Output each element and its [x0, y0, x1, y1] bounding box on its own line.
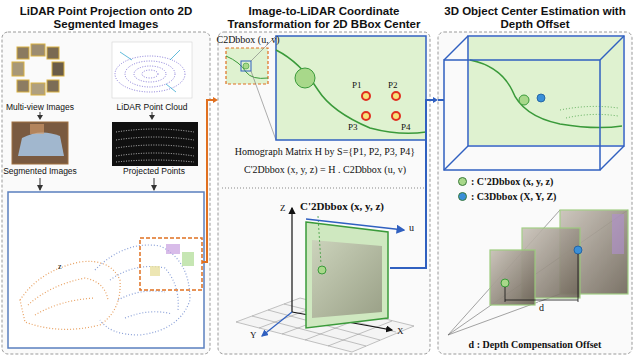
annotation-label: C2Dbbox (u, v): [216, 34, 279, 46]
flow-arrow: [430, 97, 438, 103]
annotation-label: X: [397, 326, 404, 336]
image-tile: Projected Points: [108, 120, 200, 176]
legend-text: : C'2Dbbox (x, y, z): [471, 176, 553, 187]
panel-title: LiDAR Point Projection onto 2D Segmented…: [2, 2, 210, 31]
legend-swatch: [458, 192, 467, 201]
arrow-head: [433, 97, 438, 103]
annotation-label: d: [538, 302, 545, 314]
legend-row: : C'2Dbbox (x, y, z): [458, 176, 553, 187]
image-caption: Multi-view Images: [6, 102, 74, 112]
annotation-label: Z: [280, 203, 286, 213]
flow-arrow: [149, 112, 155, 120]
annotation-label: C'2Dbbox (x, y, z): [300, 200, 384, 213]
arrow-head: [37, 115, 43, 120]
image-caption: Segmented Images: [3, 166, 77, 176]
arrow-head: [149, 115, 155, 120]
image-tile: LiDAR Point Cloud: [108, 40, 196, 112]
annotation-label: Homograph Matrix H by S={P1, P2, P3, P4}: [235, 146, 415, 158]
flow-arrow: [37, 112, 43, 120]
annotation-label: d : Depth Compensation Offset: [469, 339, 602, 351]
image-caption: Projected Points: [123, 166, 185, 176]
legend-row: : C3Dbbox (X, Y, Z): [458, 191, 556, 202]
panel-title: 3D Object Center Estimation with Depth O…: [438, 2, 632, 31]
annotation-label: Y: [250, 330, 257, 340]
legend-text: : C3Dbbox (X, Y, Z): [471, 191, 556, 202]
annotation-label: P4: [401, 122, 411, 132]
annotation-label: P2: [388, 80, 398, 90]
image-tile: Multi-view Images: [3, 42, 78, 112]
annotation-label: z: [58, 262, 62, 271]
annotation-label: C'2Dbbox (x, y, z) = H . C2Dbbox (u, v): [244, 164, 406, 176]
annotation-label: P3: [348, 122, 358, 132]
arrow-head: [213, 97, 218, 103]
stage-panel: LiDAR Point Projection onto 2D Segmented…: [2, 2, 210, 355]
annotation-label: u: [409, 222, 414, 234]
legend-swatch: [458, 177, 467, 186]
image-caption: LiDAR Point Cloud: [117, 102, 188, 112]
annotation-label: P1: [352, 80, 362, 90]
panel-title: Image-to-LiDAR Coordinate Transformation…: [218, 2, 430, 31]
stage-panel: Image-to-LiDAR Coordinate Transformation…: [218, 2, 430, 355]
flow-arrow: [210, 97, 218, 103]
image-tile: Segmented Images: [0, 120, 80, 176]
